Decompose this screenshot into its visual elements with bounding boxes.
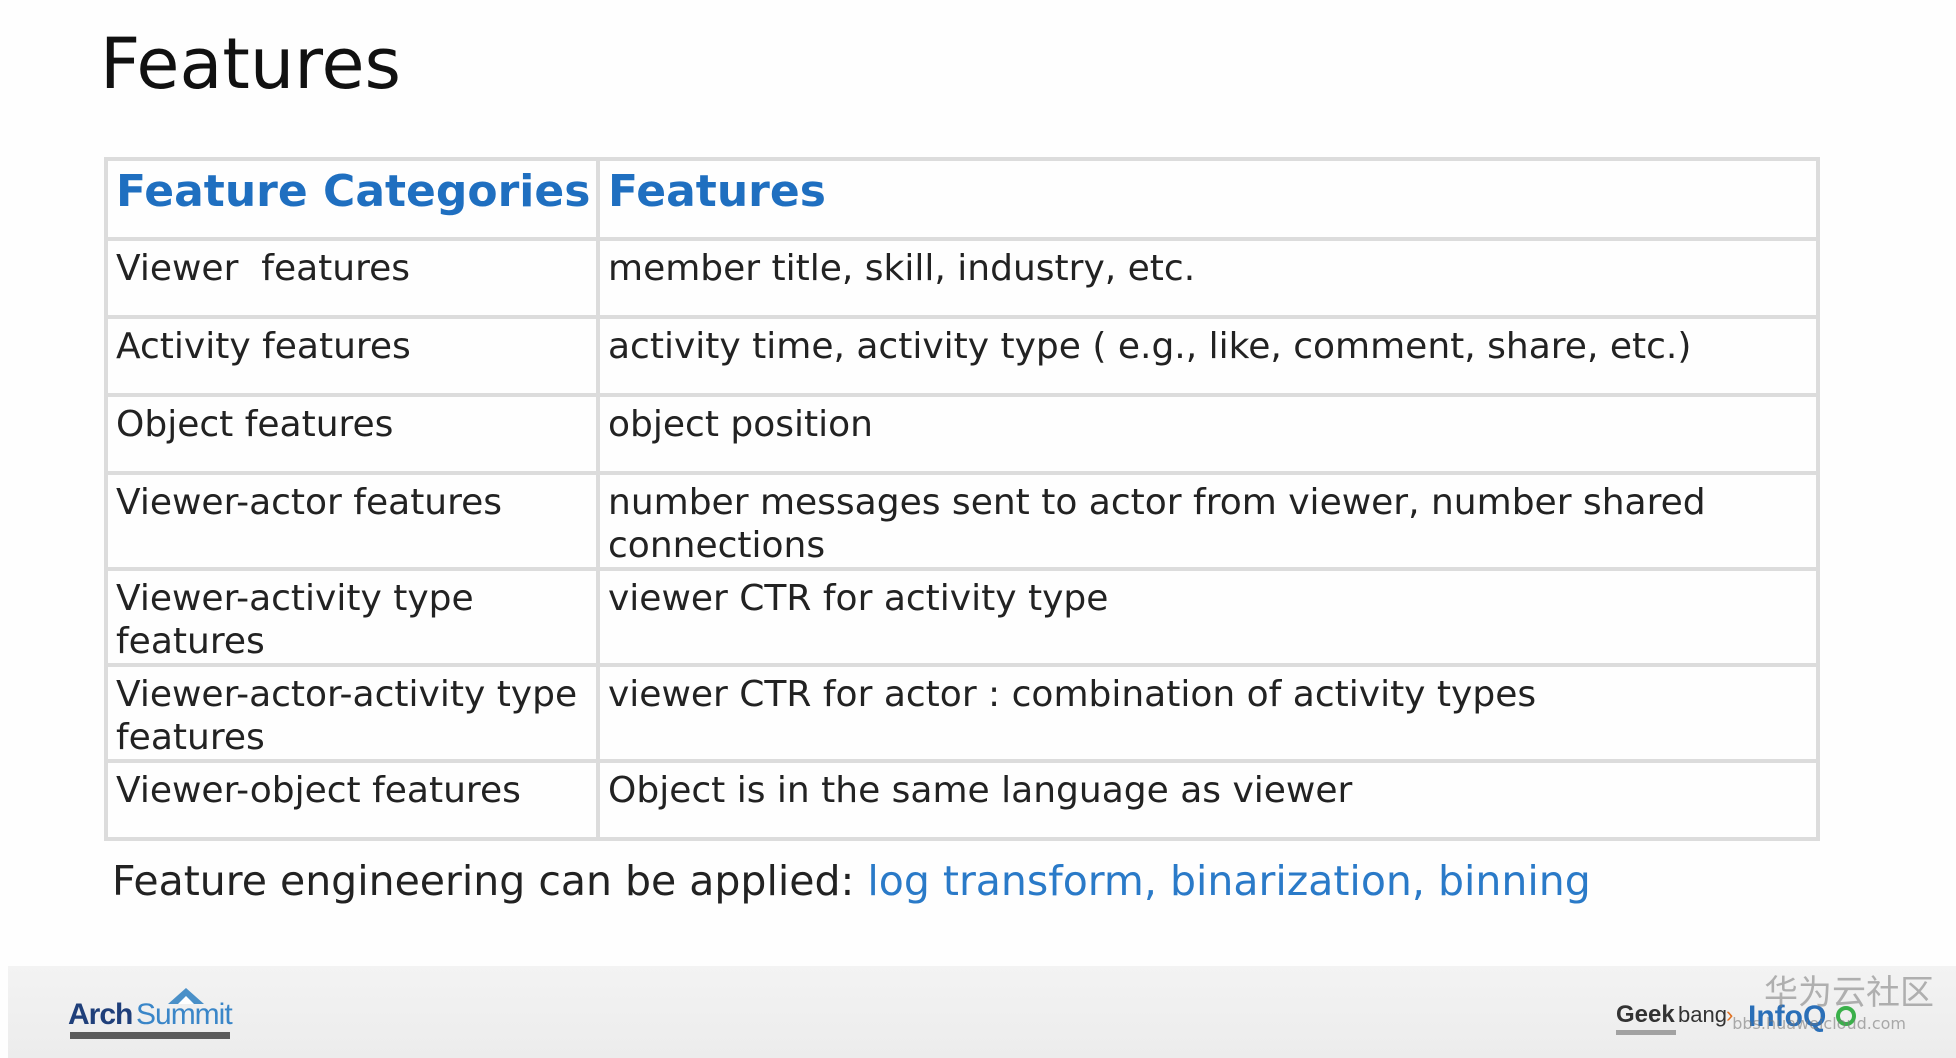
features-table: Feature Categories Features Viewer featu… bbox=[104, 157, 1820, 841]
table-row: Activity features activity time, activit… bbox=[104, 315, 1820, 397]
huaweicloud-watermark-url: bbs.huaweicloud.com bbox=[1732, 1014, 1906, 1033]
note-prefix: Feature engineering can be applied: bbox=[112, 857, 868, 905]
archsummit-logo: Arch Summit bbox=[68, 988, 234, 1039]
category-cell: Viewer-activity type features bbox=[104, 567, 600, 667]
features-cell: viewer CTR for activity type bbox=[596, 567, 1820, 667]
slide-footer: Arch Summit Geek bang › InfoQ 华为云社区 bbs.… bbox=[8, 966, 1956, 1058]
table-row: Viewer features member title, skill, ind… bbox=[104, 237, 1820, 319]
features-cell: object position bbox=[596, 393, 1820, 475]
geekbang-infoq-logo: Geek bang › InfoQ bbox=[1616, 1000, 1856, 1035]
table-row: Viewer-object features Object is in the … bbox=[104, 759, 1820, 841]
features-cell: viewer CTR for actor : combination of ac… bbox=[596, 663, 1820, 763]
features-cell: member title, skill, industry, etc. bbox=[596, 237, 1820, 319]
features-cell: Object is in the same language as viewer bbox=[596, 759, 1820, 841]
category-cell: Viewer-object features bbox=[104, 759, 600, 841]
category-cell: Activity features bbox=[104, 315, 600, 397]
feature-engineering-note: Feature engineering can be applied: log … bbox=[112, 856, 1591, 906]
category-cell: Viewer features bbox=[104, 237, 600, 319]
svg-text:InfoQ: InfoQ bbox=[1748, 1000, 1826, 1033]
svg-text:Geek: Geek bbox=[1616, 1001, 1675, 1028]
header-feature-categories: Feature Categories bbox=[104, 157, 600, 241]
category-cell: Viewer-actor features bbox=[104, 471, 600, 571]
table-row: Object features object position bbox=[104, 393, 1820, 475]
note-highlight: log transform, binarization, binning bbox=[867, 857, 1591, 905]
table-row: Viewer-actor-activity type features view… bbox=[104, 663, 1820, 763]
header-features: Features bbox=[596, 157, 1820, 241]
svg-text:bang: bang bbox=[1678, 1002, 1727, 1027]
slide-title: Features bbox=[100, 23, 401, 105]
huaweicloud-watermark: 华为云社区 bbox=[1764, 973, 1934, 1013]
category-cell: Viewer-actor-activity type features bbox=[104, 663, 600, 763]
svg-text:Arch: Arch bbox=[68, 998, 132, 1031]
category-cell: Object features bbox=[104, 393, 600, 475]
svg-text:Summit: Summit bbox=[136, 998, 233, 1031]
table-header-row: Feature Categories Features bbox=[104, 157, 1820, 241]
features-cell: number messages sent to actor from viewe… bbox=[596, 471, 1820, 571]
svg-text:›: › bbox=[1726, 1002, 1733, 1027]
table-row: Viewer-actor features number messages se… bbox=[104, 471, 1820, 571]
table-row: Viewer-activity type features viewer CTR… bbox=[104, 567, 1820, 667]
features-cell: activity time, activity type ( e.g., lik… bbox=[596, 315, 1820, 397]
